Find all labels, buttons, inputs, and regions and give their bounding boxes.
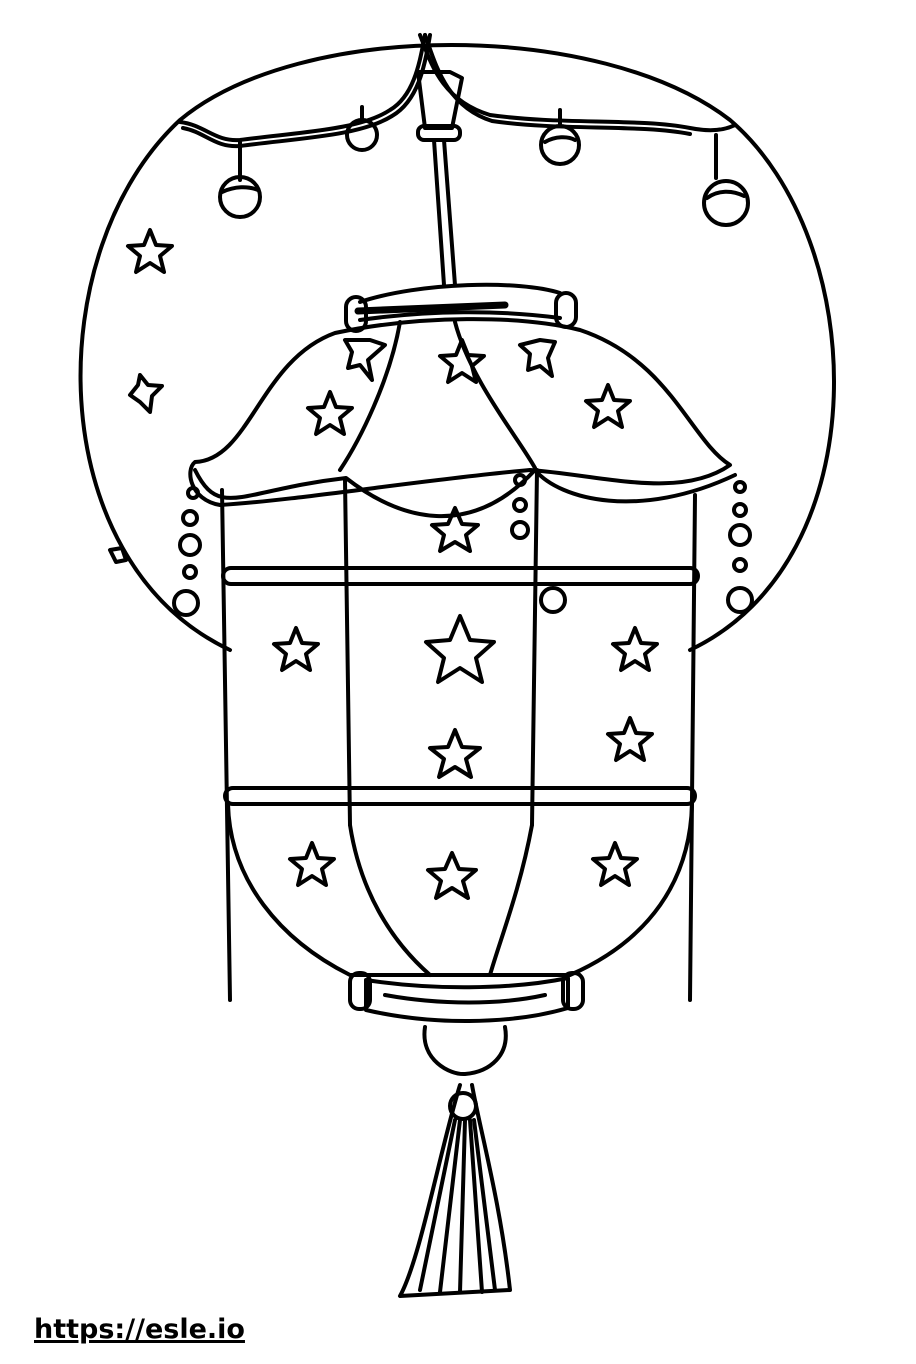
watermark-link[interactable]: https://esle.io [34,1314,245,1345]
tassel-icon [398,1083,512,1298]
star-icon [108,228,659,900]
string-lights-icon [178,33,750,287]
lantern-icon [172,282,754,1298]
moon-circle-icon [78,43,836,652]
